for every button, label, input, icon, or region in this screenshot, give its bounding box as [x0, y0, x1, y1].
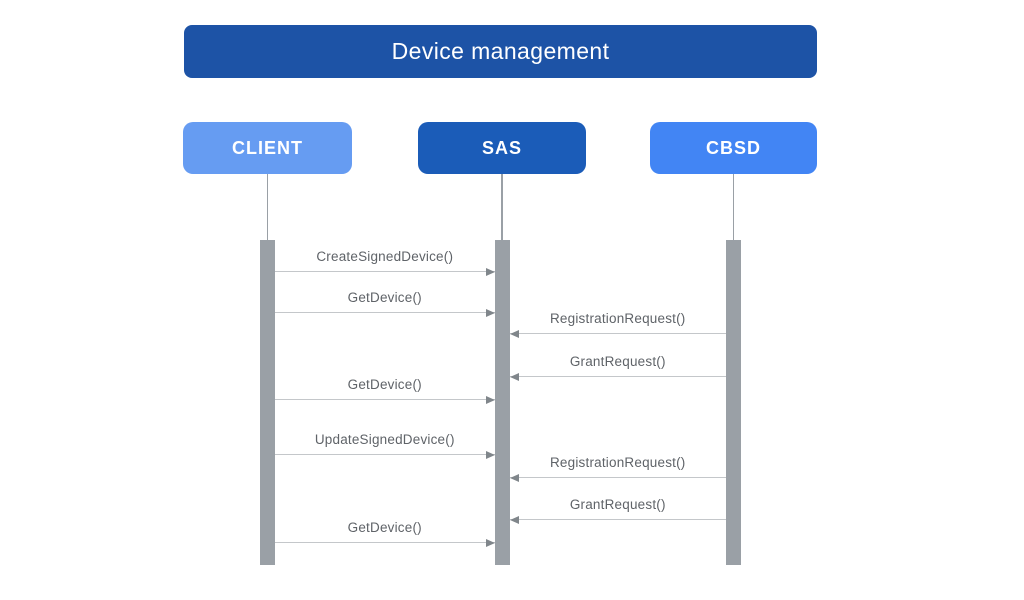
- activation-bar-sas: [494, 240, 510, 565]
- message-line: [275, 398, 495, 400]
- actor-client-label: CLIENT: [232, 137, 303, 158]
- message-7-registrationrequest: RegistrationRequest(): [509, 451, 726, 482]
- arrowhead-right-icon: [485, 395, 495, 404]
- message-line: [275, 311, 495, 313]
- activation-bar-client: [260, 240, 275, 565]
- message-label: GetDevice(): [347, 377, 422, 392]
- message-9-getdevice: GetDevice(): [275, 516, 495, 547]
- arrowhead-right-icon: [485, 450, 495, 459]
- actor-sas: SAS: [418, 122, 586, 174]
- lifeline-cbsd: [732, 174, 735, 240]
- message-label: GetDevice(): [347, 290, 422, 305]
- message-line: [275, 453, 495, 455]
- message-label: GrantRequest(): [569, 497, 666, 512]
- actor-sas-label: SAS: [481, 137, 522, 158]
- arrowhead-left-icon: [509, 329, 519, 338]
- actor-cbsd-label: CBSD: [705, 137, 761, 158]
- message-2-getdevice: GetDevice(): [275, 286, 495, 317]
- actor-cbsd: CBSD: [650, 122, 817, 174]
- message-line: [509, 518, 726, 520]
- message-5-getdevice: GetDevice(): [275, 373, 495, 404]
- arrowhead-left-icon: [509, 515, 519, 524]
- message-3-registrationrequest: RegistrationRequest(): [509, 307, 726, 338]
- message-line: [275, 541, 495, 543]
- arrowhead-right-icon: [485, 538, 495, 547]
- lifeline-sas: [501, 174, 503, 240]
- arrowhead-right-icon: [485, 267, 495, 276]
- message-label: CreateSignedDevice(): [316, 249, 454, 264]
- message-4-grantrequest: GrantRequest(): [509, 350, 726, 381]
- message-line: [509, 332, 726, 334]
- arrowhead-left-icon: [509, 372, 519, 381]
- activation-bar-cbsd: [726, 240, 741, 565]
- message-label: RegistrationRequest(): [549, 311, 686, 326]
- lifeline-client: [266, 174, 269, 240]
- arrowhead-right-icon: [485, 308, 495, 317]
- message-line: [275, 270, 495, 272]
- message-line: [509, 375, 726, 377]
- actor-client: CLIENT: [183, 122, 352, 174]
- message-label: UpdateSignedDevice(): [314, 432, 455, 447]
- diagram-title: Device management: [184, 25, 817, 78]
- message-line: [509, 476, 726, 478]
- message-label: GrantRequest(): [569, 354, 666, 369]
- message-8-grantrequest: GrantRequest(): [509, 493, 726, 524]
- message-6-updatesigneddevice: UpdateSignedDevice(): [275, 428, 495, 459]
- message-label: RegistrationRequest(): [549, 455, 686, 470]
- message-1-createsigneddevice: CreateSignedDevice(): [275, 245, 495, 276]
- message-label: GetDevice(): [347, 520, 422, 535]
- arrowhead-left-icon: [509, 473, 519, 482]
